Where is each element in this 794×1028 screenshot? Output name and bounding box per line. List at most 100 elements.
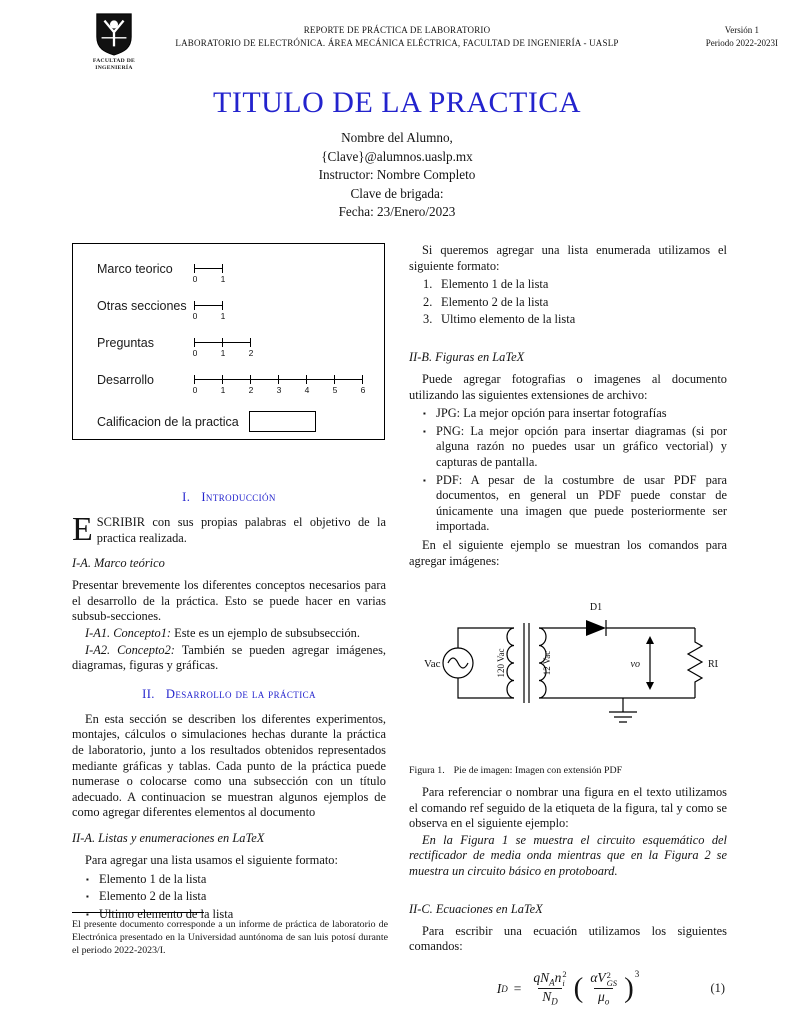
- tick-mark: [194, 338, 196, 347]
- section-number: II.: [142, 686, 155, 701]
- file-format-list: ▪ JPG: La mejor opción para insertar fot…: [409, 406, 727, 535]
- bullet-icon: ▪: [86, 874, 89, 884]
- intro-text: SCRIBIR con sus propias palabras el obje…: [96, 515, 386, 545]
- list-item-text: JPG: La mejor opción para insertar fotog…: [436, 406, 667, 421]
- tick-mark: [306, 375, 308, 384]
- tick-mark: [194, 301, 196, 310]
- tick-mark: [222, 338, 224, 347]
- section-heading-desarrollo: II.Desarrollo de la práctica: [72, 687, 386, 702]
- eq-term: α: [590, 970, 598, 986]
- score-scale: 0 1 2: [192, 335, 368, 361]
- figure-caption-tag: Figura 1.: [409, 765, 445, 777]
- desarrollo-paragraph: En esta sección se describen los diferen…: [72, 711, 386, 820]
- primary-coil-icon: [506, 627, 515, 699]
- list-item: ▪ PNG: La mejor opción para insertar dia…: [423, 424, 727, 471]
- tick-mark: [278, 375, 280, 384]
- list-item-number: 3.: [423, 312, 433, 327]
- grade-input-box: [248, 410, 316, 432]
- subsection-heading-figuras: II-B. Figuras en LaTeX: [409, 349, 525, 364]
- grading-rubric-box: Marco teorico 0 1 Otras secciones 0 1: [72, 243, 385, 440]
- primary-voltage-label: 120 Vac: [496, 649, 506, 678]
- tick-number: 3: [276, 385, 282, 395]
- header-center: REPORTE DE PRÁCTICA DE LABORATORIO LABOR…: [0, 24, 794, 49]
- list-item: ▪ JPG: La mejor opción para insertar fot…: [423, 406, 727, 422]
- subsubsection-concepto1: I-A1. Concepto1: Este es un ejemplo de s…: [72, 626, 386, 642]
- list-item: 3. Ultimo elemento de la lista: [423, 312, 727, 328]
- list-item: ▪ PDF: A pesar de la costumbre de usar P…: [423, 473, 727, 535]
- rubric-row: Marco teorico 0 1: [97, 261, 368, 287]
- tick-number: 2: [248, 348, 254, 358]
- subsubsection-text: También se pueden agregar imágenes, diag…: [72, 642, 386, 673]
- tick-number: 1: [220, 348, 226, 358]
- list-item-text: PNG: La mejor opción para insertar diagr…: [436, 423, 727, 469]
- footnote-rule: [72, 912, 204, 913]
- sine-wave-icon: [447, 657, 469, 669]
- date-line: Fecha: 23/Enero/2023: [338, 204, 456, 220]
- secondary-coil-icon: [538, 627, 547, 699]
- section-heading-introduccion: I.Introducción: [72, 490, 386, 505]
- drop-cap: E: [72, 511, 93, 548]
- list-item-text: Elemento 2 de la lista: [441, 294, 549, 309]
- report-type-line: REPORTE DE PRÁCTICA DE LABORATORIO: [303, 25, 491, 35]
- figuras-intro-paragraph: Puede agregar fotografias o imagenes al …: [409, 371, 727, 402]
- diode-label: D1: [590, 602, 602, 613]
- eq-term: qN: [533, 969, 550, 985]
- figure-1: Vac 120 Vac 12 Vac D1: [409, 583, 727, 776]
- grade-row: Calificacion de la practica: [97, 409, 368, 433]
- page-title: TITULO DE LA PRACTICA: [213, 86, 581, 119]
- tick-number: 0: [192, 348, 198, 358]
- section-title: Introducción: [201, 490, 276, 504]
- tick-number: 1: [220, 311, 226, 321]
- eq-power: 3: [634, 968, 640, 979]
- figure-caption: Figura 1.Pie de imagen: Imagen con exten…: [409, 765, 727, 776]
- instructor-line: Instructor: Nombre Completo: [318, 167, 476, 183]
- equation-intro-paragraph: Para escribir una ecuación utilizamos lo…: [409, 923, 727, 954]
- list-item: 1. Elemento 1 de la lista: [423, 277, 727, 293]
- list-intro-paragraph: Para agregar una lista usamos el siguien…: [85, 852, 338, 867]
- tick-number: 2: [248, 385, 254, 395]
- bullet-list: ▪ Elemento 1 de la lista ▪ Elemento 2 de…: [72, 872, 386, 923]
- eq-sup: 2: [606, 969, 611, 980]
- faculty-shield-icon: [96, 13, 132, 56]
- eq-sub: i: [562, 977, 565, 988]
- rubric-row: Desarrollo 0 1 2 3 4 5 6: [97, 372, 368, 398]
- logo-text-line2: INGENIERÍA: [95, 64, 133, 71]
- load-label: RL: [708, 659, 718, 670]
- diode-icon: [586, 620, 606, 637]
- list-item-text: Elemento 2 de la lista: [99, 889, 207, 904]
- tick-mark: [362, 375, 364, 384]
- author-name: Nombre del Alumno,: [341, 130, 453, 145]
- eq-term: μ: [598, 988, 605, 1004]
- author-block: Nombre del Alumno, {Clave}@alumnos.uaslp…: [0, 129, 794, 222]
- tick-mark: [250, 338, 252, 347]
- eq-lhs-sub: D: [501, 983, 508, 994]
- subsubsection-label: I-A1. Concepto1:: [85, 625, 172, 640]
- secondary-voltage-label: 12 Vac: [542, 651, 552, 676]
- open-paren: (: [573, 972, 584, 1005]
- subsubsection-text: Este es un ejemplo de subsubsección.: [174, 625, 360, 640]
- eq-lhs: I: [496, 980, 502, 996]
- rubric-label: Otras secciones: [97, 299, 187, 313]
- author-email: {Clave}@alumnos.uaslp.mx: [321, 148, 473, 164]
- logo-text-line1: FACULTAD DE: [92, 58, 136, 64]
- bullet-icon: ▪: [423, 475, 426, 485]
- reference-paragraph: Para referenciar o nombrar una figura en…: [409, 785, 727, 831]
- numbered-list: 1. Elemento 1 de la lista 2. Elemento 2 …: [409, 277, 727, 328]
- marco-teorico-paragraph: Presentar brevemente los diferentes conc…: [72, 578, 386, 624]
- scale-line: [194, 268, 223, 270]
- enum-intro-paragraph: Si queremos agregar una lista enumerada …: [409, 243, 727, 273]
- tick-number: 0: [192, 385, 198, 395]
- list-item-text: Ultimo elemento de la lista: [99, 906, 234, 921]
- lab-name-line: LABORATORIO DE ELECTRÓNICA. ÁREA MECÁNIC…: [175, 37, 619, 48]
- rubric-label: Desarrollo: [97, 373, 154, 387]
- tick-number: 0: [192, 274, 198, 284]
- eq-sub: A: [549, 977, 555, 988]
- bullet-icon: ▪: [86, 892, 89, 902]
- eq-sub: GS: [606, 978, 618, 989]
- bullet-icon: ▪: [86, 909, 89, 919]
